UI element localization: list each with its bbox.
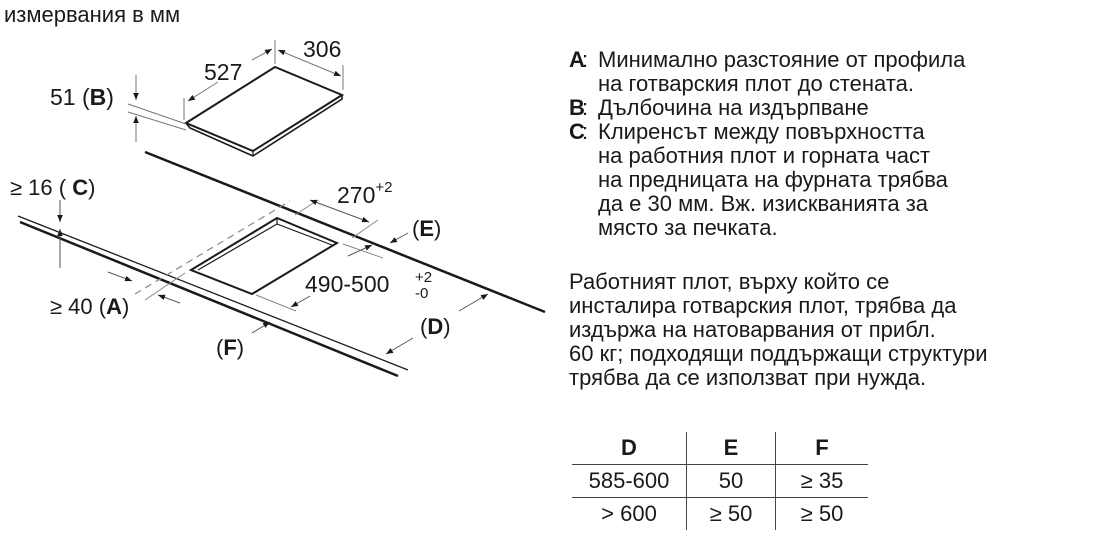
label-e-key: E (419, 216, 434, 241)
svg-text:≥ 16 ( C): ≥ 16 ( C) (10, 175, 95, 200)
dim-51-key: B (90, 84, 107, 110)
svg-text:(F): (F) (216, 335, 244, 360)
label-d-key: D (427, 314, 443, 339)
table-cell: ≥ 50 (800, 501, 844, 526)
dim-527-label: 527 (204, 59, 242, 85)
dim-270-tol: +2 (375, 179, 392, 196)
table-cell: ≥ 50 (686, 497, 776, 530)
svg-text:≥ 40 (A): ≥ 40 (A) (50, 294, 129, 319)
svg-text:(D): (D) (420, 314, 451, 339)
table-header-d: D (572, 432, 687, 465)
dim-a: ≥ 40 (A) (50, 271, 186, 319)
load-note: Работният плот, върху който се инсталира… (569, 269, 988, 390)
dim-51-b: 51 (B) (50, 75, 187, 142)
table-cell: ≥ 35 (775, 464, 868, 498)
legend-item-a: A: Минимално разстояние от профила на го… (569, 47, 966, 96)
table-header-f: F (775, 432, 868, 465)
legend-key-b: B (569, 95, 585, 120)
legend-text-c: Клиренсът между повърхността на работния… (598, 119, 948, 240)
table-row: > 600 ≥ 50 ≥ 50 (572, 497, 868, 530)
legend-text-b: Дълбочина на издърпване (598, 95, 869, 120)
dim-d: (D) (385, 293, 489, 355)
label-c-key: C (72, 175, 88, 200)
dim-490-500-tol-lower: -0 (415, 285, 428, 302)
label-a-key: A (106, 294, 122, 319)
legend-text-a: Минимално разстояние от профила на готва… (598, 47, 966, 96)
svg-text:490-500: 490-500 (305, 271, 389, 297)
clearance-table: D E F 585-600 50 ≥ 35 > 600 ≥ 50 ≥ 50 (572, 432, 868, 530)
svg-text:270+2: 270+2 (337, 179, 392, 208)
legend-key-c: C (569, 119, 585, 144)
dim-490-500-tol-upper: +2 (415, 269, 432, 286)
table-header-e: E (686, 432, 776, 465)
units-label: измервания в мм (4, 2, 181, 27)
installation-diagram: 527 306 51 (B) ≥ 16 ( C) (10, 36, 546, 378)
legend: A: Минимално разстояние от профила на го… (569, 48, 965, 240)
dim-270-base: 270 (337, 182, 375, 208)
dim-51-value: 51 (50, 84, 76, 110)
legend-key-a: A (569, 47, 585, 72)
dim-c: ≥ 16 ( C) (10, 175, 95, 268)
legend-item-c: C: Клиренсът между повърхността на работ… (569, 119, 948, 240)
table-header-row: D E F (572, 432, 868, 465)
table-cell: 50 (686, 464, 776, 498)
dim-490-500: 490-500 +2 -0 (255, 243, 432, 312)
worktop-drawing (17, 150, 546, 378)
legend-item-b: B: Дълбочина на издърпване (569, 95, 869, 120)
hob-drawing (183, 65, 345, 157)
label-f-key: F (223, 335, 236, 360)
svg-text:(E): (E) (412, 216, 441, 241)
dim-270: 270+2 (294, 179, 392, 239)
dim-306: 306 (277, 36, 344, 90)
table-cell: > 600 (572, 497, 687, 530)
table-row: 585-600 50 ≥ 35 (572, 464, 868, 498)
dim-527: 527 (183, 40, 276, 120)
dim-f: (F) (216, 321, 271, 360)
dim-490-500-base: 490-500 (305, 271, 389, 297)
table-cell: 585-600 (572, 464, 687, 498)
dim-e: (E) (389, 216, 441, 244)
dim-306-label: 306 (303, 36, 341, 62)
svg-text:51 (B): 51 (B) (50, 84, 114, 110)
